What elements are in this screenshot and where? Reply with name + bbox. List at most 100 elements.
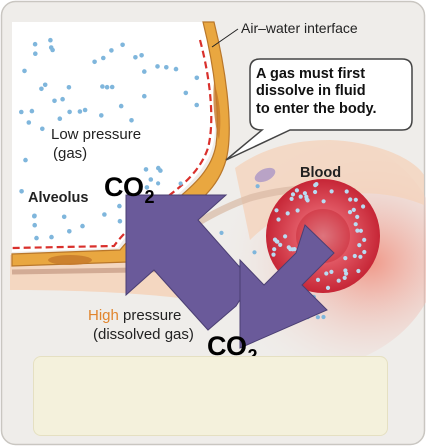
gas-molecule-dot [336, 278, 341, 283]
gas-molecule-dot [329, 189, 334, 194]
gas-molecule-dot [77, 109, 83, 114]
co2-upper-subscript: 2 [144, 187, 155, 207]
gas-molecule-dot [67, 109, 72, 115]
gas-molecule-dot [353, 222, 358, 227]
gas-molecule-dot [66, 85, 72, 90]
gas-molecule-dot [344, 271, 349, 276]
gas-molecule-dot [48, 37, 53, 43]
gas-molecule-dot [144, 185, 150, 190]
dissolved-gas-label: (dissolved gas) [93, 326, 194, 343]
alveolus-label: Alveolus [28, 190, 89, 206]
air-water-interface-label: Air–water interface [241, 20, 358, 36]
gas-molecule-dot [117, 218, 123, 224]
callout-line-1: A gas must first [256, 66, 366, 82]
gas-molecule-dot [353, 197, 358, 202]
gas-molecule-dot [142, 69, 147, 74]
gas-molecule-dot [22, 68, 27, 74]
gas-molecule-dot [104, 84, 110, 90]
co2-lower-main: CO [207, 331, 247, 361]
gas-molecule-dot [29, 108, 35, 114]
gas-molecule-dot [82, 107, 88, 113]
gas-molecule-dot [313, 189, 318, 195]
gas-molecule-dot [302, 191, 307, 196]
high-word: High [88, 307, 119, 324]
gas-molecule-dot [321, 199, 326, 204]
gas-molecule-dot [294, 188, 299, 193]
gas-molecule-dot [274, 239, 279, 244]
gas-molecule-dot [305, 198, 310, 203]
co2-label-upper: CO2 [104, 172, 155, 207]
gas-molecule-dot [32, 213, 37, 219]
pressure-word: pressure [118, 307, 182, 324]
gas-molecule-dot [362, 237, 367, 242]
callout-text: A gas must first dissolve in fluid to en… [256, 66, 377, 118]
gas-molecule-dot [109, 84, 115, 90]
gas-molecule-dot [356, 268, 361, 274]
gas-molecule-dot [118, 103, 124, 109]
diffusion-arrow-from-blood [239, 224, 335, 349]
gas-molecule-dot [102, 212, 107, 217]
gas-molecule-dot [142, 93, 147, 99]
gas-molecule-dot [252, 250, 257, 255]
gas-molecule-dot [101, 55, 106, 61]
gas-molecule-dot [283, 234, 288, 239]
gas-molecule-dot [288, 247, 293, 252]
gas-molecule-dot [80, 223, 85, 229]
gas-molecule-dot [219, 230, 224, 235]
gas-label: (gas) [53, 145, 88, 162]
gas-molecule-dot [278, 242, 283, 247]
gas-molecule-dot [315, 315, 320, 320]
gas-molecule-dot [351, 207, 356, 212]
wall-nucleus-lower [48, 255, 92, 265]
gas-molecule-dot [156, 165, 161, 171]
gas-molecule-dot [148, 177, 154, 182]
gas-molecule-dot [49, 234, 54, 240]
gas-molecule-dot [61, 214, 67, 220]
gas-molecule-dot [290, 192, 296, 197]
gas-molecule-dot [133, 55, 138, 60]
gas-molecule-dot [129, 118, 134, 123]
gas-molecule-dot [343, 256, 348, 261]
gas-molecule-dot [33, 51, 38, 56]
gas-molecule-dot [313, 183, 318, 188]
gas-molecule-dot [143, 167, 149, 172]
gas-molecule-dot [285, 211, 290, 216]
gas-molecule-dot [178, 181, 183, 186]
gas-molecule-dot [194, 102, 199, 108]
gas-molecule-dot [48, 45, 54, 50]
gas-molecule-dot [99, 113, 104, 118]
gas-molecule-dot [315, 277, 321, 282]
co2-upper-main: CO [104, 172, 144, 202]
gas-molecule-dot [329, 269, 334, 274]
diffusion-arrow-to-alveolus [125, 194, 253, 331]
gas-molecule-dot [361, 204, 366, 209]
gas-molecule-dot [117, 203, 122, 209]
gas-molecule-dot [139, 53, 144, 58]
gas-molecule-dot [57, 116, 63, 121]
gas-molecule-dot [23, 157, 28, 163]
gas-molecule-dot [358, 228, 363, 233]
gas-molecule-dot [34, 235, 39, 241]
gas-molecule-dot [19, 189, 24, 194]
gas-molecule-dot [255, 184, 260, 189]
gas-molecule-dot [32, 222, 37, 228]
gas-molecule-dot [52, 98, 57, 104]
high-pressure-label: High pressure [88, 307, 181, 324]
gas-molecule-dot [348, 197, 353, 202]
gas-molecule-dot [289, 196, 294, 201]
blood-label: Blood [300, 165, 342, 181]
gas-molecule-dot [342, 275, 347, 280]
gas-molecule-dot [183, 90, 189, 96]
gas-molecule-dot [173, 66, 179, 72]
gas-molecule-dot [67, 229, 72, 234]
callout-line-3: to enter the body. [256, 100, 377, 117]
gas-molecule-dot [274, 208, 279, 213]
gas-molecule-dot [42, 82, 48, 88]
gas-molecule-dot [355, 214, 360, 219]
callout-bubble [225, 58, 413, 161]
gas-molecule-dot [295, 208, 300, 213]
gas-molecule-dot [357, 243, 362, 248]
gas-molecule-dot [100, 84, 105, 89]
gas-molecule-dot [347, 210, 353, 215]
